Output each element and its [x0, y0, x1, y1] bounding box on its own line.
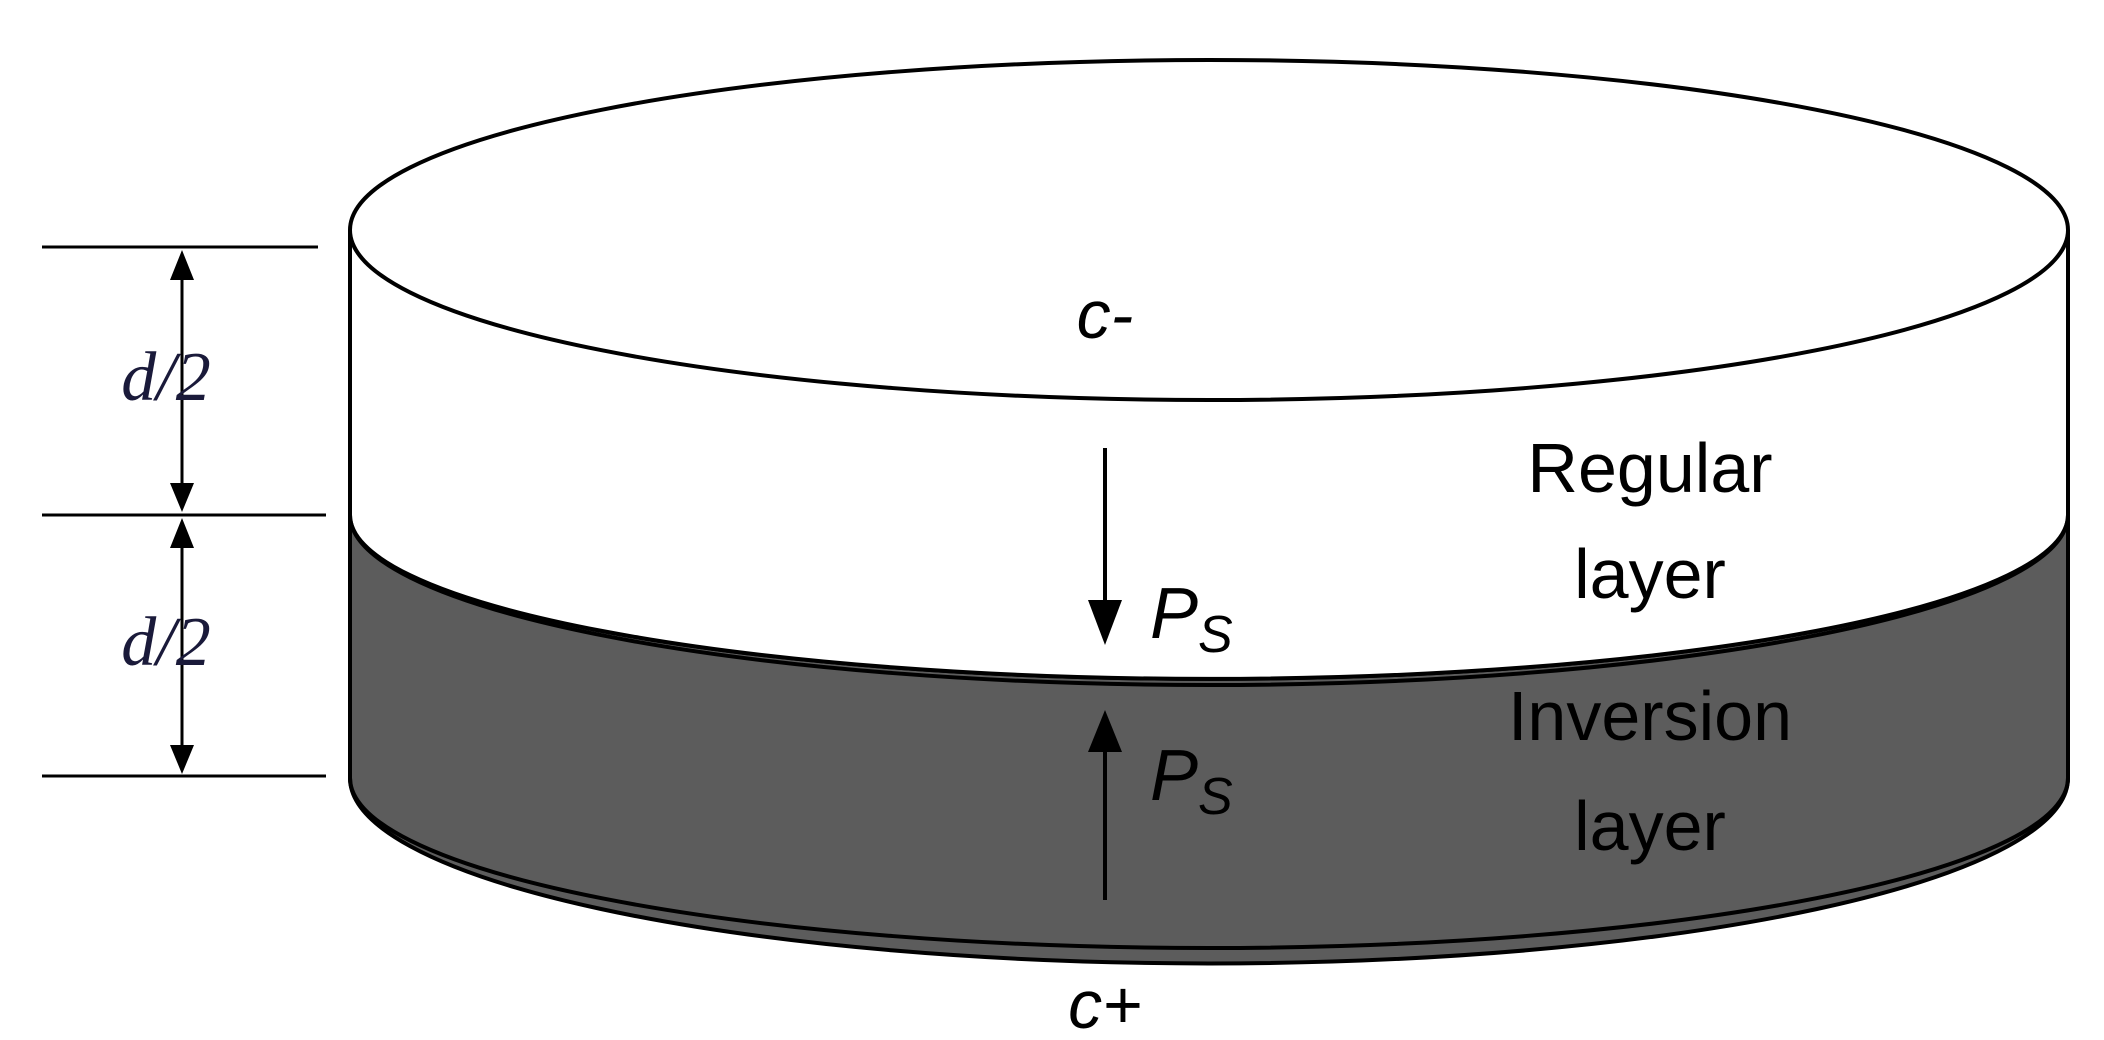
top-face [348, 58, 2070, 402]
top-face-label: c- [1077, 277, 1134, 353]
ps-lower-sub: S [1198, 768, 1233, 826]
regular-layer-label-line1: Regular [1527, 429, 1772, 507]
bottom-face-label: c+ [1068, 967, 1142, 1040]
ps-up-arrowhead [1088, 710, 1122, 752]
inversion-layer-label-line2: layer [1574, 787, 1726, 865]
dim-upper-label: d/2 [121, 339, 210, 416]
ps-lower-main: P [1150, 736, 1198, 816]
dim-upper-arrowhead-bottom [170, 483, 194, 512]
inversion-layer-label-line1: Inversion [1508, 677, 1792, 755]
dim-lower-arrowhead-top [170, 518, 194, 548]
dim-lower-arrowhead-bottom [170, 745, 194, 774]
dim-upper-arrowhead-top [170, 250, 194, 280]
ps-upper-sub: S [1198, 606, 1233, 664]
ps-upper-main: P [1150, 574, 1198, 654]
ps-lower-label: PS [1150, 736, 1233, 826]
ps-upper-label: PS [1150, 574, 1233, 664]
dim-lower-label: d/2 [121, 604, 210, 681]
layer-boundary [348, 514, 2070, 687]
bottom-edge [348, 777, 2070, 950]
regular-layer-label-line2: layer [1574, 535, 1726, 613]
ps-down-arrowhead [1088, 600, 1122, 645]
